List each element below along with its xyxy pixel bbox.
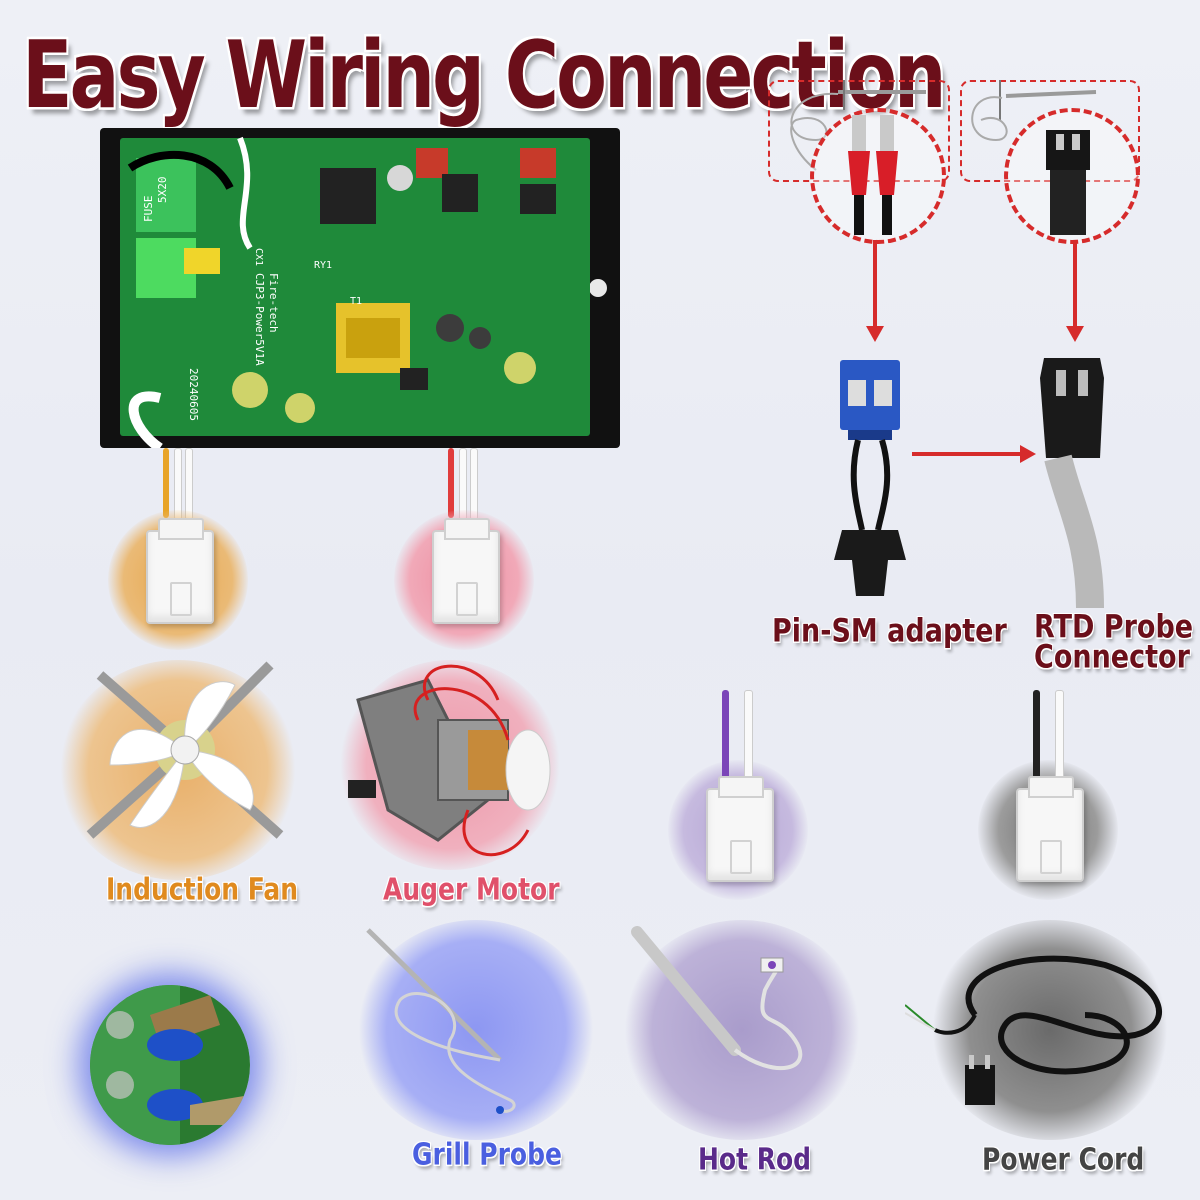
power-wire-white xyxy=(1055,690,1064,784)
fuse-size-label: 5X20 xyxy=(156,177,169,204)
board-model-label: Fire-tech xyxy=(267,273,280,333)
auger-wire-white-2 xyxy=(470,448,478,520)
hot-rod-wire-purple xyxy=(722,690,729,782)
arrow-right-adapter xyxy=(912,452,1022,456)
arrow-head-right-icon xyxy=(1066,326,1084,342)
hot-rod-icon xyxy=(625,920,840,1130)
fan-terminal-connector-icon xyxy=(146,518,214,624)
control-board-image: FUSE 5X20 Fire-tech CJP3-Power5V1A 20240… xyxy=(100,128,620,453)
auger-wire-red xyxy=(448,448,454,518)
power-cord-icon xyxy=(904,935,1180,1115)
auger-motor-icon xyxy=(348,660,578,880)
board-part-label: CJP3-Power5V1A xyxy=(253,273,266,366)
ferrule-terminals-icon xyxy=(830,115,920,235)
t1-label: T1 xyxy=(350,296,362,307)
arrow-down-left xyxy=(873,240,877,330)
arrow-head-adapter-icon xyxy=(1020,445,1036,463)
page-title: Easy Wiring Connection xyxy=(22,22,947,130)
arrow-down-right xyxy=(1073,240,1077,330)
power-cord-label: Power Cord xyxy=(982,1142,1145,1177)
fan-wire-orange xyxy=(163,448,169,518)
arrow-head-left-icon xyxy=(866,326,884,342)
sm-plug-icon xyxy=(1034,120,1104,235)
rtd-connector-icon xyxy=(1030,358,1120,609)
probe-wire-right-icon xyxy=(966,80,1126,180)
fuse-label: FUSE xyxy=(142,196,155,223)
auger-motor-label: Auger Motor xyxy=(383,872,560,907)
auger-terminal-connector-icon xyxy=(432,518,500,624)
hot-rod-label: Hot Rod xyxy=(698,1142,812,1177)
hot-rod-terminal-connector-icon xyxy=(706,776,774,882)
rtd-probe-label-line2: Connector xyxy=(1034,638,1190,677)
power-terminal-connector-icon xyxy=(1016,776,1084,882)
cx1-label: CX1 xyxy=(253,248,264,266)
pin-sm-adapter-label: Pin-SM adapter xyxy=(772,612,1007,651)
probe-zoom-circle-left xyxy=(810,108,946,244)
terminal-block-closeup-image xyxy=(90,985,250,1145)
pin-sm-adapter-icon xyxy=(818,360,918,600)
ry1-label: RY1 xyxy=(314,260,332,271)
grill-probe-label: Grill Probe xyxy=(412,1137,562,1172)
rtd-probe-label-line1: RTD Probe xyxy=(1034,608,1194,647)
grill-probe-icon xyxy=(360,920,560,1130)
board-date-label: 20240605 xyxy=(187,368,200,421)
hot-rod-wire-white xyxy=(744,690,753,784)
fan-wire-white-2 xyxy=(185,448,193,520)
induction-fan-label: Induction Fan xyxy=(106,872,299,907)
induction-fan-icon xyxy=(70,645,300,855)
power-wire-black xyxy=(1033,690,1040,782)
